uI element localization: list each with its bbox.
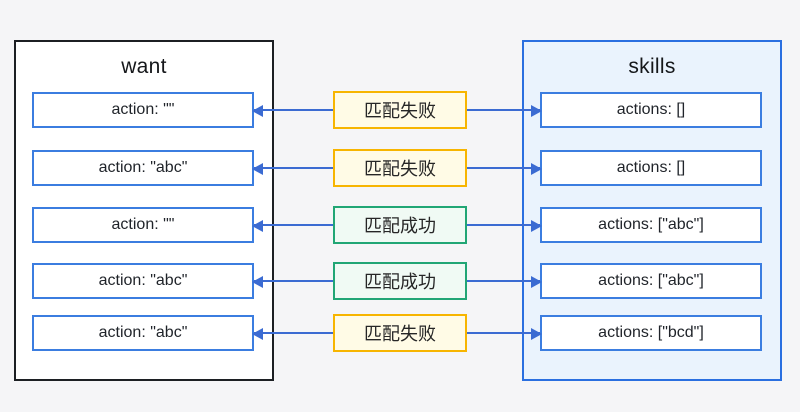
left-arrow-icon bbox=[252, 105, 333, 117]
want-panel-title: want bbox=[121, 55, 167, 78]
left-arrow-icon bbox=[252, 328, 333, 340]
skill-node: actions: ["abc"] bbox=[540, 207, 762, 243]
skill-node: actions: [] bbox=[540, 92, 762, 128]
right-arrow-icon bbox=[467, 276, 542, 288]
skill-node: actions: ["abc"] bbox=[540, 263, 762, 299]
left-arrow-icon bbox=[252, 276, 333, 288]
right-arrow-icon bbox=[467, 328, 542, 340]
right-arrow-icon bbox=[467, 163, 542, 175]
want-node: action: "abc" bbox=[32, 315, 254, 351]
right-arrow-icon bbox=[467, 220, 542, 232]
want-node: action: "" bbox=[32, 207, 254, 243]
match-status-badge: 匹配失败 bbox=[333, 314, 467, 352]
skill-node: actions: ["bcd"] bbox=[540, 315, 762, 351]
right-arrow-icon bbox=[467, 105, 542, 117]
skill-node: actions: [] bbox=[540, 150, 762, 186]
want-node: action: "abc" bbox=[32, 150, 254, 186]
match-status-badge: 匹配失败 bbox=[333, 149, 467, 187]
match-status-badge: 匹配失败 bbox=[333, 91, 467, 129]
left-arrow-icon bbox=[252, 163, 333, 175]
match-status-badge: 匹配成功 bbox=[333, 262, 467, 300]
want-node: action: "" bbox=[32, 92, 254, 128]
skills-panel-title: skills bbox=[628, 55, 676, 78]
match-status-badge: 匹配成功 bbox=[333, 206, 467, 244]
want-node: action: "abc" bbox=[32, 263, 254, 299]
left-arrow-icon bbox=[252, 220, 333, 232]
